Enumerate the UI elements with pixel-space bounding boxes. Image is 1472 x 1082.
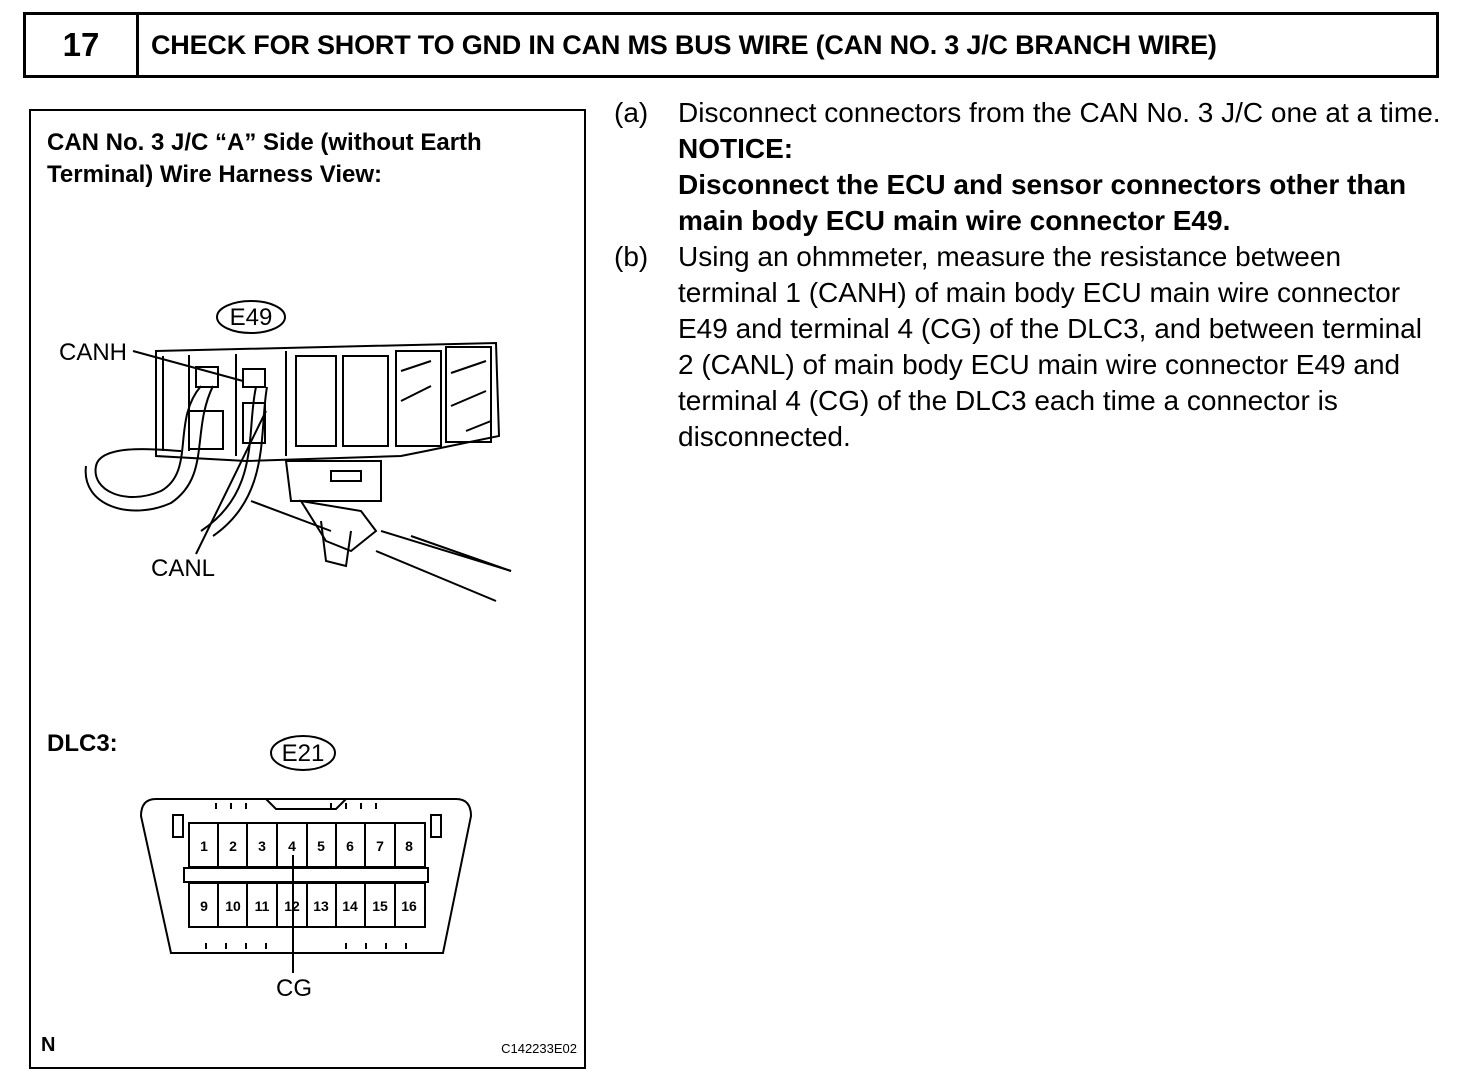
pin-11: 11	[255, 898, 270, 914]
pin-3: 3	[258, 838, 266, 854]
pin-5: 5	[317, 838, 325, 854]
pin-13: 13	[313, 898, 329, 914]
figure-caption: CAN No. 3 J/C “A” Side (without Earth Te…	[47, 129, 482, 188]
step-a-text: Disconnect connectors from the CAN No. 3…	[678, 97, 1441, 128]
figure-code: C142233E02	[501, 1041, 577, 1056]
e21-label: E21	[282, 740, 325, 767]
pin-1: 1	[200, 838, 208, 854]
figure-panel: CAN No. 3 J/C “A” Side (without Earth Te…	[29, 109, 586, 1069]
step-b-text: Using an ohmmeter, measure the resistanc…	[678, 241, 1422, 452]
step-a-body: Disconnect connectors from the CAN No. 3…	[678, 95, 1444, 239]
step-a-label: (a)	[614, 97, 649, 128]
notice-title: NOTICE:	[678, 133, 794, 164]
pin-10: 10	[225, 898, 241, 914]
e49-oval	[216, 300, 286, 334]
step-header: 17 CHECK FOR SHORT TO GND IN CAN MS BUS …	[23, 12, 1439, 78]
pin-12: 12	[284, 898, 300, 914]
step-a: (a) Disconnect connectors from the CAN N…	[614, 95, 1444, 239]
connector-clip	[284, 460, 382, 502]
step-number: 17	[26, 15, 139, 75]
dlc3-connector-drawing	[139, 798, 473, 973]
pin-2: 2	[229, 838, 237, 854]
step-title: CHECK FOR SHORT TO GND IN CAN MS BUS WIR…	[151, 29, 1217, 60]
wiring-illustration: E49 CANH CANL DLC3: E21 1 2 3 4 5 6	[41, 300, 577, 1056]
pin-14: 14	[342, 898, 358, 914]
dlc3-label: DLC3:	[47, 730, 118, 757]
pin-4: 4	[288, 838, 296, 854]
notice-text: Disconnect the ECU and sensor connectors…	[678, 169, 1407, 236]
pin-numbers: 1 2 3 4 5 6 7 8 9 10 11 12 13 14 15 16	[200, 838, 417, 914]
canh-leader	[132, 350, 244, 382]
pin-6: 6	[346, 838, 354, 854]
canh-label: CANH	[59, 339, 127, 366]
step-b-label: (b)	[614, 241, 649, 272]
step-b: (b) Using an ohmmeter, measure the resis…	[614, 239, 1444, 455]
canl-label: CANL	[151, 555, 215, 582]
instructions: (a) Disconnect connectors from the CAN N…	[614, 95, 1444, 455]
wire-loop	[94, 385, 202, 498]
connector-housing	[155, 341, 501, 463]
e49-connector-drawing	[84, 300, 512, 602]
pin-16: 16	[401, 898, 417, 914]
corner-mark: N	[41, 1034, 55, 1056]
e49-label: E49	[230, 304, 273, 331]
pin-7: 7	[376, 838, 384, 854]
pin-8: 8	[405, 838, 413, 854]
dlc3-housing	[139, 798, 473, 954]
cg-label: CG	[276, 975, 312, 1002]
e21-oval	[270, 735, 336, 771]
canl-leader	[195, 410, 267, 555]
pin-9: 9	[200, 898, 208, 914]
pin-15: 15	[372, 898, 388, 914]
